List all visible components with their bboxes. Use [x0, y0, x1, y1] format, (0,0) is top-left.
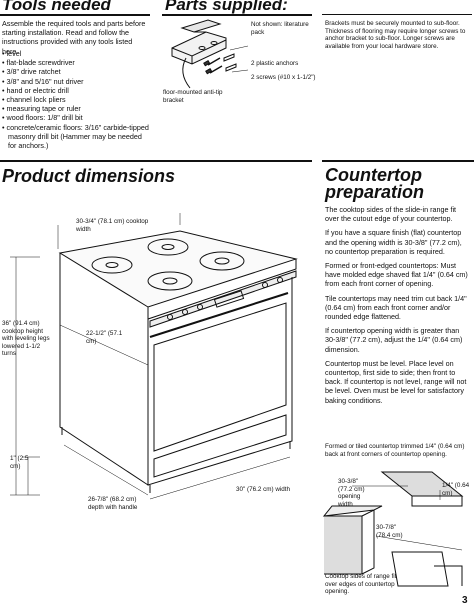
- countertop-illustration-icon: [322, 471, 464, 587]
- parts-bracket: floor-mounted anti-tip bracket: [163, 89, 223, 104]
- countertop-paragraph: Countertop must be level. Place level on…: [325, 358, 467, 405]
- screw-icon: [203, 57, 223, 75]
- countertop-heading-line1: Countertop: [325, 165, 422, 185]
- countertop-paragraphs: The cooktop sides of the slide-in range …: [325, 205, 471, 410]
- range-illustration-icon: [58, 230, 298, 493]
- plastic-anchor-icon: [223, 53, 237, 72]
- tool-item: 3/8" and 5/16" nut driver: [2, 77, 152, 86]
- tools-rule: [0, 14, 150, 16]
- parts-leader-lines: [230, 45, 249, 73]
- countertop-heading-line2: preparation: [325, 182, 425, 202]
- countertop-paragraph: If countertop opening width is greater t…: [325, 326, 463, 354]
- parts-not-shown: Not shown: literature pack: [251, 21, 309, 36]
- countertop-paragraph: If you have a square finish (flat) count…: [325, 228, 462, 256]
- dim-height: 36" (91.4 cm) cooktop height with leveli…: [2, 320, 50, 358]
- tools-list: levelflat-blade screwdriver3/8" drive ra…: [2, 49, 152, 150]
- ct-depth: 30-7/8" (78.4 cm): [376, 524, 403, 539]
- parts-heading: Parts supplied:: [165, 0, 288, 14]
- anti-tip-bracket-icon: [171, 19, 227, 89]
- tool-item: 3/8" drive ratchet: [2, 67, 152, 76]
- countertop-paragraph: The cooktop sides of the slide-in range …: [325, 205, 457, 224]
- dim-width-top: 30-3/4" (78.1 cm) cooktop width: [76, 218, 149, 233]
- tools-heading: Tools needed: [2, 0, 111, 14]
- countertop-diagram: [322, 471, 464, 587]
- tool-item: measuring tape or ruler: [2, 104, 152, 113]
- range-dimensions-diagram: [10, 213, 298, 500]
- dimensions-heading: Product dimensions: [2, 166, 176, 186]
- parts-illustration: [171, 19, 237, 89]
- page-number: 3: [462, 595, 468, 606]
- dimension-lines: [10, 213, 291, 500]
- ct-trim: 1/4" (0.64 cm): [442, 482, 470, 497]
- note-rule: [322, 14, 472, 15]
- dimensions-rule: [0, 160, 312, 162]
- tool-item: wood floors: 1/8" drill bit: [2, 113, 152, 122]
- countertop-diagram-caption: Formed or tiled countertop trimmed 1/4" …: [325, 443, 465, 458]
- parts-screws: 2 screws (#10 x 1-1/2"): [251, 74, 316, 81]
- countertop-paragraph: Formed or front-edged countertops: Must …: [325, 261, 468, 289]
- dim-depth-handle: 26-7/8" (68.2 cm) depth with handle: [88, 496, 138, 511]
- brackets-note: Brackets must be securely mounted to sub…: [325, 20, 466, 50]
- countertop-dimension-lines: [352, 485, 463, 551]
- dim-width-bottom: 30" (76.2 cm) width: [236, 486, 291, 493]
- ct-opening-width: 30-3/8" (77.2 cm) opening width: [338, 478, 365, 508]
- parts-anchors: 2 plastic anchors: [251, 60, 299, 67]
- tool-item: channel lock pliers: [2, 95, 152, 104]
- ct-sides-caption: Cooktop sides of range fit over edges of…: [325, 573, 397, 596]
- parts-rule: [162, 14, 312, 16]
- tool-item: hand or electric drill: [2, 86, 152, 95]
- tool-item: flat-blade screwdriver: [2, 58, 152, 67]
- dim-depth-inner: 22-1/2" (57.1 cm): [86, 330, 123, 345]
- countertop-rule: [322, 160, 474, 162]
- dim-leg: 1" (2.5 cm): [10, 455, 29, 470]
- countertop-paragraph: Tile countertops may need trim cut back …: [325, 293, 467, 322]
- tool-item: level: [2, 49, 152, 58]
- tool-item: concrete/ceramic floors: 3/16" carbide-t…: [2, 123, 152, 151]
